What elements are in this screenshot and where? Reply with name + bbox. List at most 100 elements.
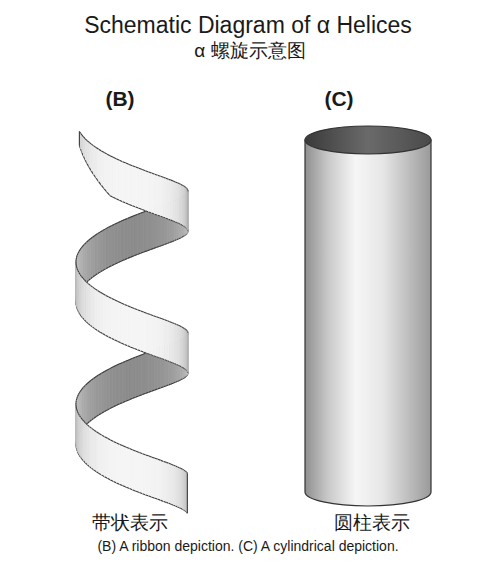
ribbon-face (126, 447, 129, 488)
ribbon-face (160, 176, 163, 217)
ribbon-segment (106, 295, 109, 337)
ribbon-face (104, 153, 107, 193)
ribbon-face (124, 304, 127, 345)
ribbon-edge (130, 449, 133, 450)
ribbon-segment (185, 329, 187, 370)
ribbon-face (101, 372, 104, 414)
ribbon-edge (134, 255, 137, 256)
ribbon-face (155, 174, 158, 215)
ribbon-edge (159, 358, 162, 359)
ribbon-segment (187, 333, 188, 374)
ribbon-face (139, 452, 142, 493)
ribbon-face (121, 303, 124, 344)
ribbon-segment (133, 450, 136, 491)
ribbon-edge (155, 458, 158, 459)
ribbon-segment (110, 156, 113, 198)
ribbon-face (135, 356, 138, 397)
ribbon-edge (121, 303, 124, 304)
ribbon-face (129, 164, 132, 205)
ribbon-segment (116, 159, 119, 200)
ribbon-face (107, 438, 110, 480)
ribbon-edge (106, 227, 109, 229)
ribbon-edge (126, 447, 129, 448)
ribbon-segment (139, 452, 142, 493)
ribbon-segment (123, 162, 126, 203)
ribbon-face (137, 213, 140, 254)
ribbon-edge (159, 318, 162, 319)
ribbon-edge (118, 261, 121, 262)
ribbon-edge (187, 372, 188, 374)
ribbon-edge (119, 363, 122, 364)
ribbon-edge (76, 265, 77, 267)
ribbon-edge (187, 189, 188, 191)
ribbon-edge (76, 267, 78, 269)
ribbon-edge (150, 249, 153, 250)
ribbon-face (143, 454, 146, 495)
ribbon-edge (123, 446, 126, 447)
ribbon-face (115, 300, 118, 341)
ribbon-edge (158, 459, 161, 460)
ribbon-face (156, 317, 159, 358)
ribbon-edge (137, 213, 140, 214)
ribbon-edge (131, 256, 134, 257)
ribbon-edge (131, 347, 134, 348)
ribbon-face (138, 310, 141, 351)
ribbon-edge (158, 175, 161, 176)
ribbon-edge (127, 217, 130, 218)
ribbon-edge (132, 206, 135, 207)
ribbon-edge (75, 259, 76, 261)
ribbon-segment (115, 300, 118, 341)
ribbon-edge (159, 245, 162, 246)
ribbon-segment (146, 455, 149, 496)
ribbon-edge (161, 500, 164, 501)
ribbon-segment (100, 292, 103, 334)
ribbon-face (150, 209, 153, 250)
ribbon-segment (100, 230, 103, 272)
ribbon-edge (129, 164, 132, 165)
ribbon-face (150, 315, 153, 356)
ribbon-face (107, 369, 110, 411)
ribbon-face (123, 162, 126, 203)
ribbon-segment (99, 433, 102, 475)
ribbon-edge (187, 331, 188, 333)
ribbon-segment (184, 470, 185, 511)
ribbon-edge (147, 250, 150, 251)
ribbon-edge (110, 196, 113, 198)
ribbon-edge (126, 203, 129, 204)
ribbon-segment (145, 352, 148, 393)
ribbon-edge (140, 212, 143, 213)
ribbon-edge (152, 497, 155, 498)
ribbon-edge (124, 218, 127, 219)
ribbon-edge (123, 202, 126, 203)
ribbon-segment (118, 221, 121, 262)
ribbon-edge (99, 433, 102, 435)
ribbon-segment (109, 297, 112, 339)
ribbon-edge (135, 356, 138, 357)
ribbon-face (144, 211, 147, 252)
ribbon-edge (142, 394, 145, 395)
ribbon-segment (142, 170, 145, 211)
ribbon-segment (152, 173, 155, 214)
subtitle: α 螺旋示意图 (194, 40, 305, 62)
ribbon-segment (187, 191, 188, 232)
ribbon-edge (116, 159, 119, 160)
ribbon-edge (75, 404, 76, 406)
ribbon-face (110, 440, 113, 482)
ribbon-edge (136, 451, 139, 452)
ribbon-segment (117, 443, 120, 484)
ribbon-face (113, 366, 116, 408)
ribbon-face (106, 227, 109, 269)
ribbon-segment (115, 223, 118, 264)
ribbon-edge (113, 366, 116, 368)
ribbon-edge (145, 171, 148, 172)
ribbon-segment (129, 359, 132, 400)
ribbon-edge (153, 356, 156, 357)
ribbon-face (187, 332, 188, 373)
ribbon-face (114, 441, 117, 482)
ribbon-edge (151, 390, 154, 391)
ribbon-edge (127, 257, 130, 258)
ribbon-edge (142, 354, 145, 355)
ribbon-face (141, 311, 144, 352)
ribbon-edge (77, 395, 79, 397)
ribbon-segment (128, 306, 131, 347)
